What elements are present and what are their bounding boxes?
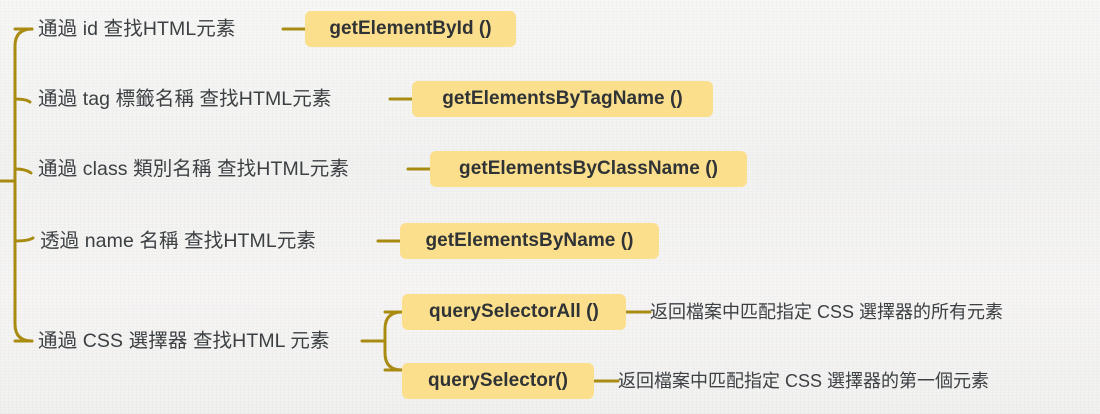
method-box-get-elements-by-class-name[interactable]: getElementsByClassName (): [430, 151, 747, 187]
method-box-query-selector[interactable]: querySelector(): [402, 363, 594, 399]
branch-stub-by-class: [13, 167, 33, 175]
branch-stub-by-tag: [13, 97, 32, 104]
branch-label-by-id: 通過 id 查找HTML元素: [38, 18, 236, 40]
branch-stub-by-name: [13, 236, 35, 243]
description-query-selector-all: 返回檔案中匹配指定 CSS 選擇器的所有元素: [650, 302, 1004, 322]
method-box-get-elements-by-tag-name[interactable]: getElementsByTagName (): [412, 81, 713, 117]
css-sub-spine-line: [383, 310, 404, 372]
branch-label-by-css: 通過 CSS 選擇器 查找HTML 元素: [38, 330, 330, 352]
method-box-query-selector-all[interactable]: querySelectorAll (): [402, 294, 626, 330]
branch-label-by-name: 透過 name 名稱 查找HTML元素: [40, 230, 317, 252]
method-box-get-element-by-id[interactable]: getElementById (): [305, 11, 516, 47]
method-box-get-elements-by-name[interactable]: getElementsByName (): [400, 223, 659, 259]
description-query-selector: 返回檔案中匹配指定 CSS 選擇器的第一個元素: [618, 371, 990, 391]
main-spine-line: [13, 27, 34, 343]
branch-label-by-tag: 通過 tag 標籤名稱 查找HTML元素: [38, 88, 332, 110]
branch-label-by-class: 通過 class 類別名稱 查找HTML元素: [38, 158, 349, 180]
